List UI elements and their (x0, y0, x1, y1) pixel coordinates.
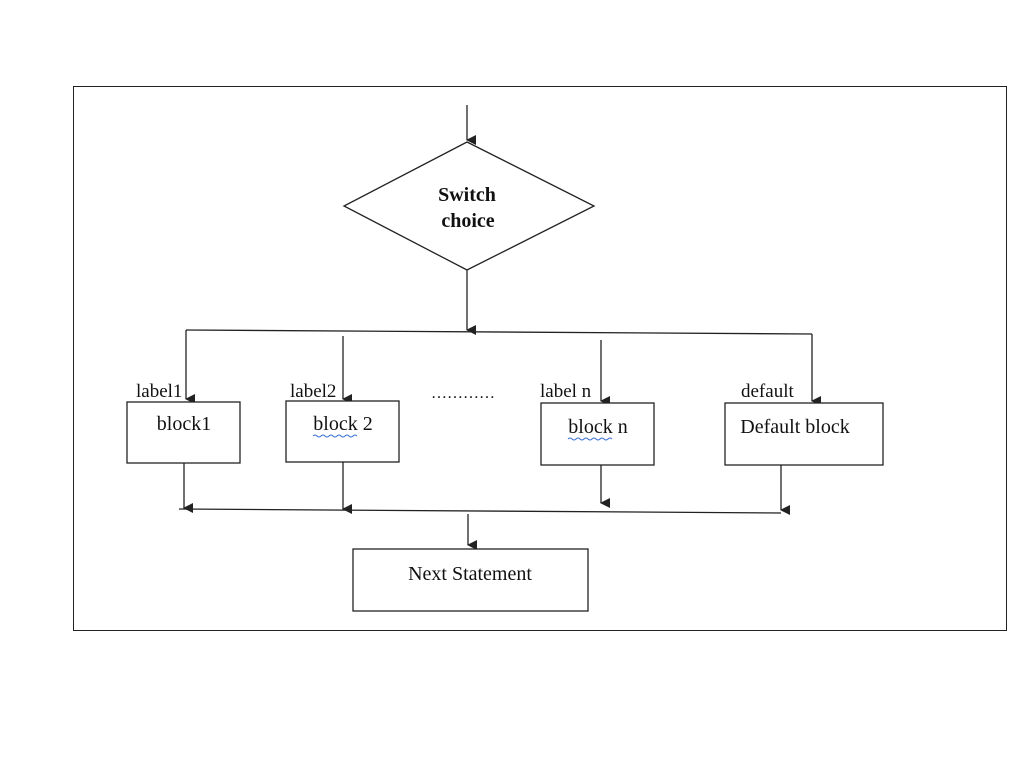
spellcheck-underline-2 (312, 434, 358, 438)
case-label-2: label2 (290, 381, 336, 402)
decision-diamond (342, 141, 596, 271)
spellcheck-underline-3 (567, 437, 613, 441)
case-label-3: label n (540, 381, 592, 402)
case-label-1: label1 (136, 381, 182, 402)
diagram-frame (73, 86, 1007, 631)
case-label-4: default (741, 381, 794, 402)
case-block-1-label: block1 (157, 413, 211, 435)
next-statement-block (352, 548, 589, 612)
decision-label-line1: Switch (438, 184, 496, 206)
case-block-2 (285, 400, 400, 463)
join-bar (178, 508, 782, 514)
case-block-4 (724, 402, 884, 466)
case-block-1 (126, 401, 241, 464)
split-bar (185, 329, 813, 335)
case-block-4-label: Default block (740, 416, 849, 438)
decision-label-line2: choice (441, 210, 494, 232)
case-block-2-label: block 2 (313, 413, 372, 435)
ellipsis: ………… (431, 385, 495, 402)
next-statement-label: Next Statement (408, 563, 532, 585)
case-block-3-label: block n (568, 416, 627, 438)
case-block-3 (540, 402, 655, 466)
